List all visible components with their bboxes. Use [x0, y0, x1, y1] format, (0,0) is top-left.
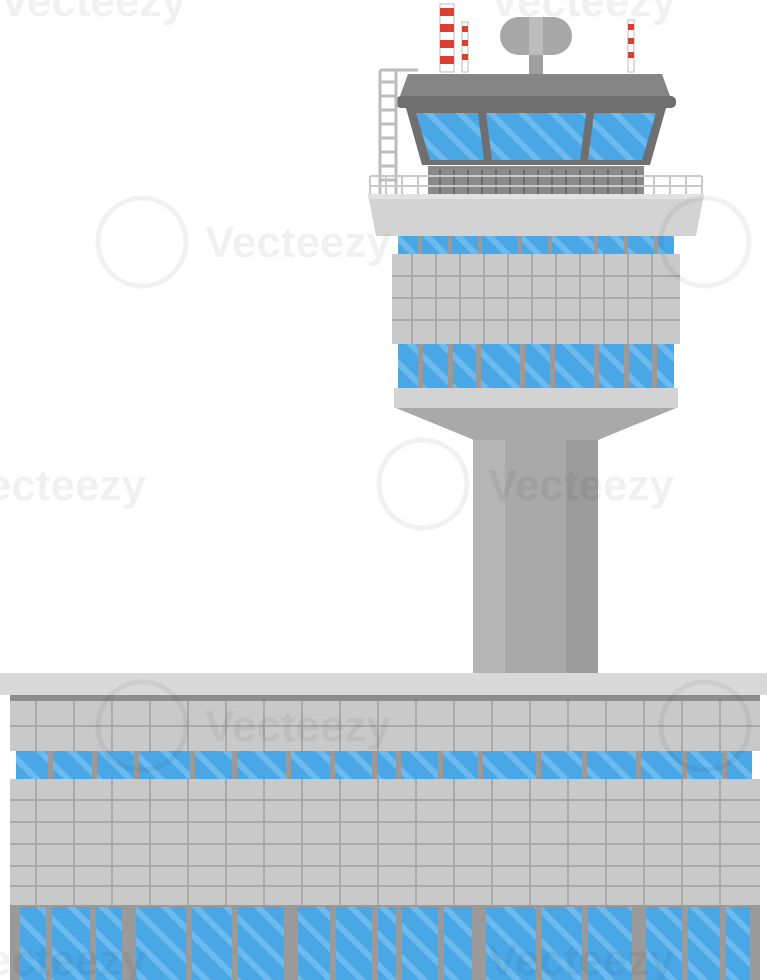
terminal-lower-windows [10, 905, 760, 980]
watermark-text: Vecteezy [488, 461, 674, 510]
watermark-text: Vecteezy [490, 0, 676, 26]
watermark-text: Vecteezy [0, 936, 146, 980]
watermark-text: Vecteezy [205, 218, 391, 267]
tower-cab-base [428, 166, 644, 194]
watermark-logo-icon [95, 195, 189, 289]
antenna-small-right [627, 19, 635, 73]
radar-dome [500, 17, 572, 74]
antenna-left [439, 3, 455, 73]
tower-cab-windows [406, 108, 666, 165]
control-tower [368, 3, 704, 674]
terminal-main-facade [10, 779, 760, 905]
tower-shaft [473, 440, 598, 674]
antenna-small-left [461, 21, 469, 73]
watermark-logo-icon [95, 679, 189, 773]
terminal-upper-window-strip [16, 751, 752, 779]
tower-railing [369, 175, 703, 196]
watermark-text: Vecteezy [205, 702, 391, 751]
terminal-upper-facade [10, 701, 760, 751]
tower-lower-window-band [398, 344, 674, 388]
tower-upper-window-band [398, 236, 674, 254]
tower-observation-deck [368, 194, 704, 236]
watermark-text: Vecteezy [0, 461, 146, 510]
watermark-logo-icon [658, 679, 752, 773]
watermark-logo-icon [658, 195, 752, 289]
watermark-text: Vecteezy [488, 936, 674, 980]
terminal-roof [0, 673, 767, 695]
terminal-building [0, 673, 767, 980]
tower-tiled-block [392, 254, 680, 344]
tower-pod-base [394, 388, 678, 440]
maintenance-ladder [378, 68, 418, 195]
tower-cab-roof [396, 74, 676, 108]
watermark-logo-icon [376, 437, 470, 531]
watermark-text: Vecteezy [0, 0, 186, 26]
